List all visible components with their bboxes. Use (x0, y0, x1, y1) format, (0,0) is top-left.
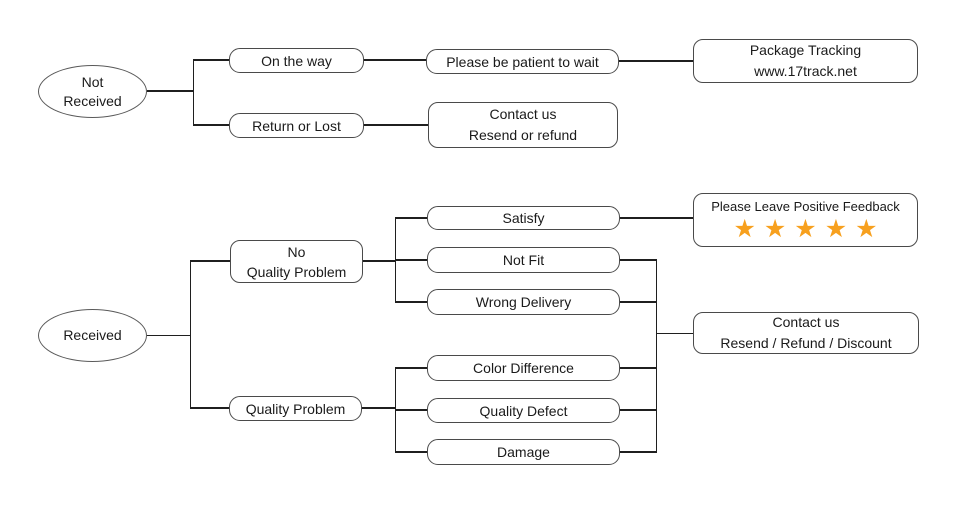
connector (190, 260, 230, 262)
node-wrong-delivery-label: Wrong Delivery (475, 294, 572, 310)
connector (193, 59, 229, 61)
connector (189, 260, 191, 409)
node-not-received: Not Received (38, 65, 147, 118)
connector (362, 407, 395, 409)
connector (364, 124, 428, 126)
connector (620, 259, 656, 261)
connector (190, 407, 229, 409)
node-not-fit-label: Not Fit (502, 252, 545, 268)
node-contact-us-discount: Contact us Resend / Refund / Discount (693, 312, 919, 354)
connector (395, 217, 427, 219)
node-positive-feedback-label: Please Leave Positive Feedback (711, 198, 900, 214)
node-damage-label: Damage (497, 444, 550, 460)
connector (395, 259, 427, 261)
node-on-the-way: On the way (229, 48, 364, 73)
node-contact-us-resend-refund-label: Contact us Resend or refund (468, 106, 578, 143)
node-quality-defect: Quality Defect (427, 398, 620, 423)
node-wrong-delivery: Wrong Delivery (427, 289, 620, 315)
connector (620, 217, 693, 219)
node-on-the-way-label: On the way (261, 52, 332, 69)
node-return-or-lost-label: Return or Lost (252, 117, 341, 134)
connector (364, 59, 426, 61)
node-color-difference: Color Difference (427, 355, 620, 381)
connector (395, 367, 427, 369)
connector (619, 60, 693, 62)
connector (620, 451, 656, 453)
node-received-label: Received (63, 327, 122, 343)
connector (147, 334, 190, 336)
connector (147, 90, 193, 92)
connector (395, 301, 427, 303)
connector (620, 409, 656, 411)
node-quality-problem-label: Quality Problem (245, 400, 346, 417)
connector (620, 367, 656, 369)
connector (620, 301, 656, 303)
node-not-received-label: Not Received (63, 73, 122, 109)
node-contact-us-resend-refund: Contact us Resend or refund (428, 102, 618, 148)
node-satisfy: Satisfy (427, 206, 620, 230)
node-satisfy-label: Satisfy (502, 210, 545, 226)
node-contact-us-discount-label: Contact us Resend / Refund / Discount (720, 314, 892, 351)
node-no-quality-problem: No Quality Problem (230, 240, 363, 283)
node-package-tracking-label: Package Tracking www.17track.net (749, 42, 862, 79)
node-package-tracking: Package Tracking www.17track.net (693, 39, 918, 83)
node-damage: Damage (427, 439, 620, 465)
connector (656, 332, 693, 334)
connector (395, 409, 427, 411)
node-not-fit: Not Fit (427, 247, 620, 273)
node-quality-problem: Quality Problem (229, 396, 362, 421)
node-please-be-patient: Please be patient to wait (426, 49, 619, 74)
five-star-rating-icon: ★★★★★ (733, 214, 886, 243)
node-please-be-patient-label: Please be patient to wait (446, 53, 599, 70)
connector (363, 260, 395, 262)
node-received: Received (38, 309, 147, 362)
node-no-quality-problem-label: No Quality Problem (246, 243, 347, 280)
node-quality-defect-label: Quality Defect (479, 402, 568, 419)
connector (655, 259, 657, 453)
node-positive-feedback: Please Leave Positive Feedback ★★★★★ (693, 193, 918, 247)
connector (193, 124, 229, 126)
node-return-or-lost: Return or Lost (229, 113, 364, 138)
connector (192, 59, 194, 126)
node-color-difference-label: Color Difference (473, 360, 574, 376)
connector (395, 451, 427, 453)
